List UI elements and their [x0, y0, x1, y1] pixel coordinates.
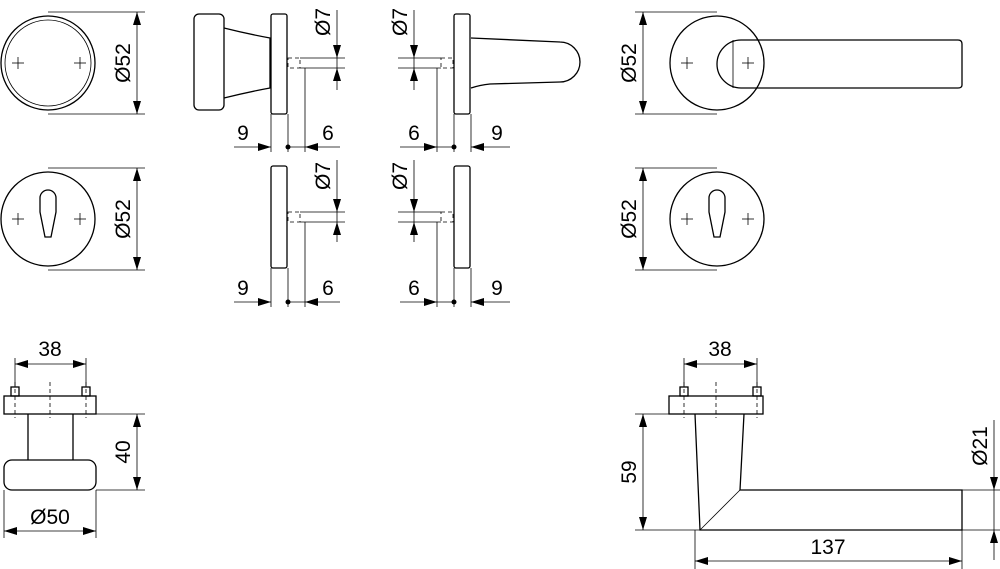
- rose-offset-label-1: 9: [237, 122, 249, 145]
- lever-diameter-label: Ø21: [969, 426, 992, 466]
- spindle-offset-label-3: 6: [408, 122, 420, 145]
- lever-pin-spacing-label: 38: [708, 338, 731, 361]
- rose-side-view-right: Ø7 6 9: [389, 160, 510, 307]
- keyhole-rose-front-view: Ø52: [0, 167, 145, 271]
- spindle-diameter-label-4: Ø7: [389, 162, 412, 190]
- rose-diameter-label: Ø52: [112, 43, 135, 83]
- lever-rose-diameter-label: Ø52: [618, 43, 641, 83]
- keyhole-rose-diameter-label: Ø52: [112, 199, 135, 239]
- lever-profile-view: 38 59 Ø21 137: [618, 338, 1000, 569]
- spindle-diameter-label-1: Ø7: [312, 8, 335, 36]
- lever-height-label: 59: [618, 460, 641, 483]
- spindle-diameter-label-3: Ø7: [389, 8, 412, 36]
- spindle-diameter-label-2: Ø7: [312, 162, 335, 190]
- knob-pin-spacing-label: 38: [38, 338, 61, 361]
- lever-side-view: Ø7 6 9: [389, 8, 581, 152]
- lever-length-label: 137: [810, 536, 845, 559]
- keyhole-rose-front-view-right: Ø52: [618, 167, 765, 271]
- rose-offset-label-4: 9: [491, 277, 503, 300]
- knob-profile-view: 38 40 Ø50: [3, 338, 145, 538]
- keyhole-rose-diameter-label-right: Ø52: [618, 199, 641, 239]
- rose-front-view: Ø52: [0, 11, 145, 115]
- knob-side-view: Ø7 9 6: [193, 8, 345, 152]
- spindle-offset-label-4: 6: [408, 277, 420, 300]
- knob-projection-label: 40: [112, 440, 135, 463]
- rose-side-view-left: Ø7 9 6: [234, 160, 345, 307]
- spindle-offset-label-1: 6: [322, 122, 334, 145]
- rose-offset-label-2: 9: [237, 277, 249, 300]
- rose-offset-label-3: 9: [491, 122, 503, 145]
- knob-diameter-label: Ø50: [30, 506, 70, 529]
- spindle-offset-label-2: 6: [322, 277, 334, 300]
- lever-front-view: Ø52: [618, 11, 963, 115]
